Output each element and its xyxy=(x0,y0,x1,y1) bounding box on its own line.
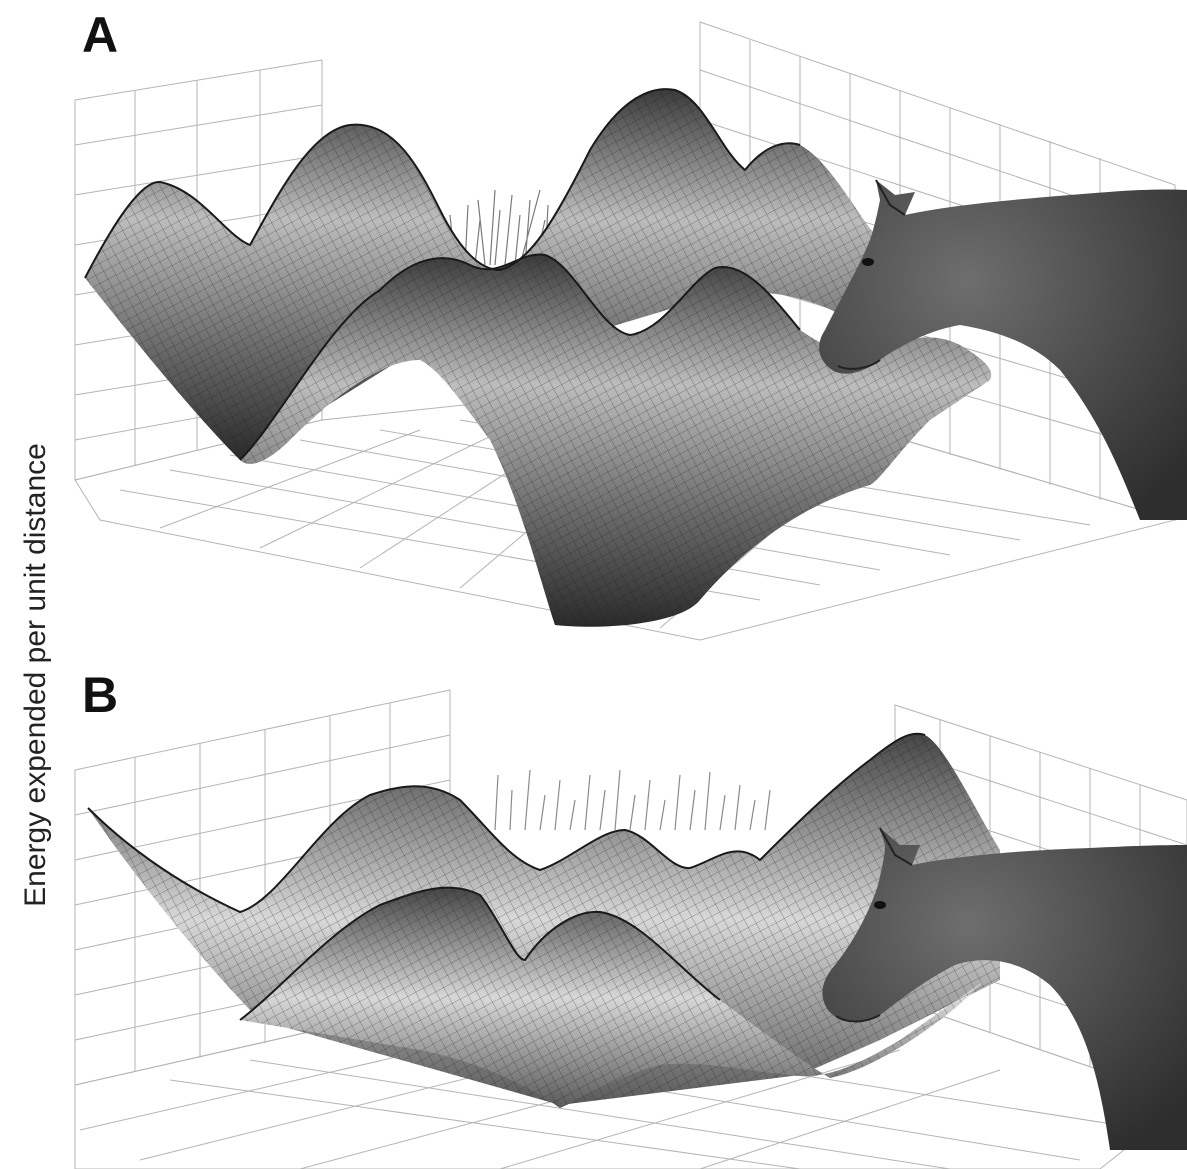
horse-head-icon xyxy=(822,827,1187,1150)
horse-head-icon xyxy=(819,179,1187,520)
y-axis-label: Energy expended per unit distance xyxy=(19,443,52,907)
panel-a: A xyxy=(74,7,1187,641)
panel-a-label: A xyxy=(82,7,118,63)
grass-tuft-icon xyxy=(494,769,771,831)
panel-b: B xyxy=(74,667,1187,1169)
panel-b-label: B xyxy=(82,667,118,723)
